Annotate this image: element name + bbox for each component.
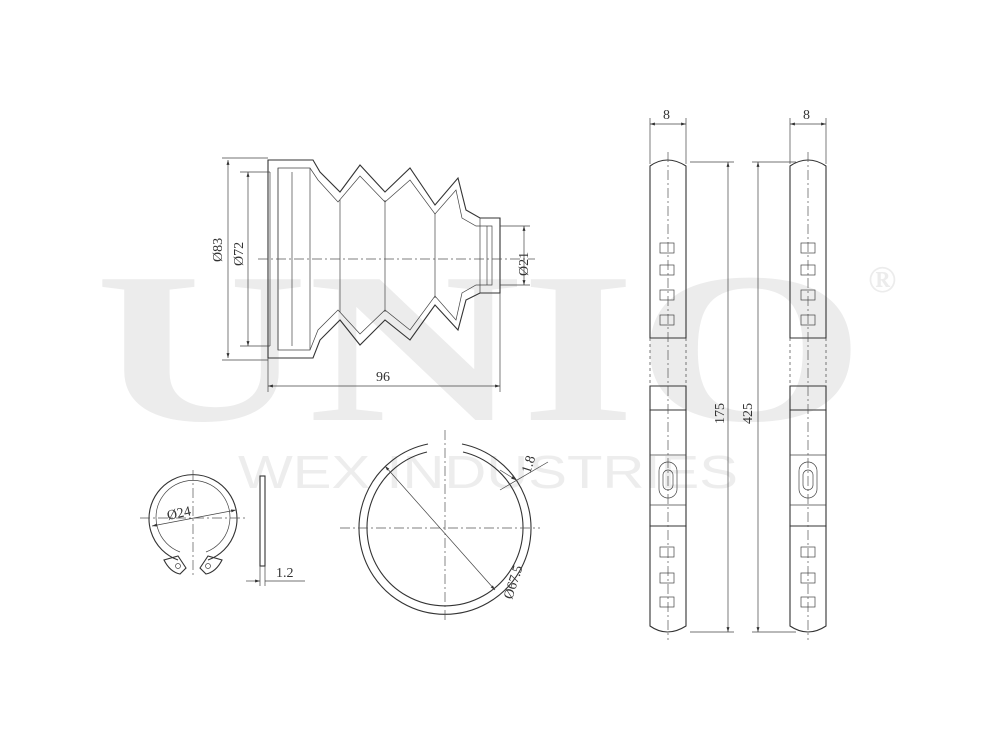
watermark: UNIO ® WEX INDUSTRIES	[95, 228, 896, 498]
dim-circlip-diameter: Ø24	[166, 504, 193, 524]
clamp-strap-b-drawing: 425 8	[741, 108, 827, 640]
dim-clamp-a-length: 175	[713, 403, 728, 424]
dim-clamp-b-length: 425	[741, 403, 756, 424]
dim-boot-small: Ø21	[517, 252, 532, 276]
dim-clamp-a-width: 8	[663, 108, 670, 123]
dim-circlip-thickness: 1.2	[276, 566, 294, 581]
dim-boot-length: 96	[376, 370, 390, 385]
cv-boot-drawing: Ø83 Ø72 Ø21 96	[211, 157, 535, 392]
circlip-drawing: Ø24 1.2	[140, 470, 305, 586]
dim-band-thickness: 1.8	[520, 454, 540, 475]
dim-band-diameter: Ø67.5	[502, 564, 527, 602]
dim-boot-inner: Ø72	[232, 242, 247, 266]
clamp-strap-a-drawing: 8 175	[649, 108, 734, 640]
watermark-registered-icon: ®	[868, 259, 896, 301]
dim-boot-outer: Ø83	[211, 238, 226, 262]
dim-clamp-b-width: 8	[803, 108, 810, 123]
